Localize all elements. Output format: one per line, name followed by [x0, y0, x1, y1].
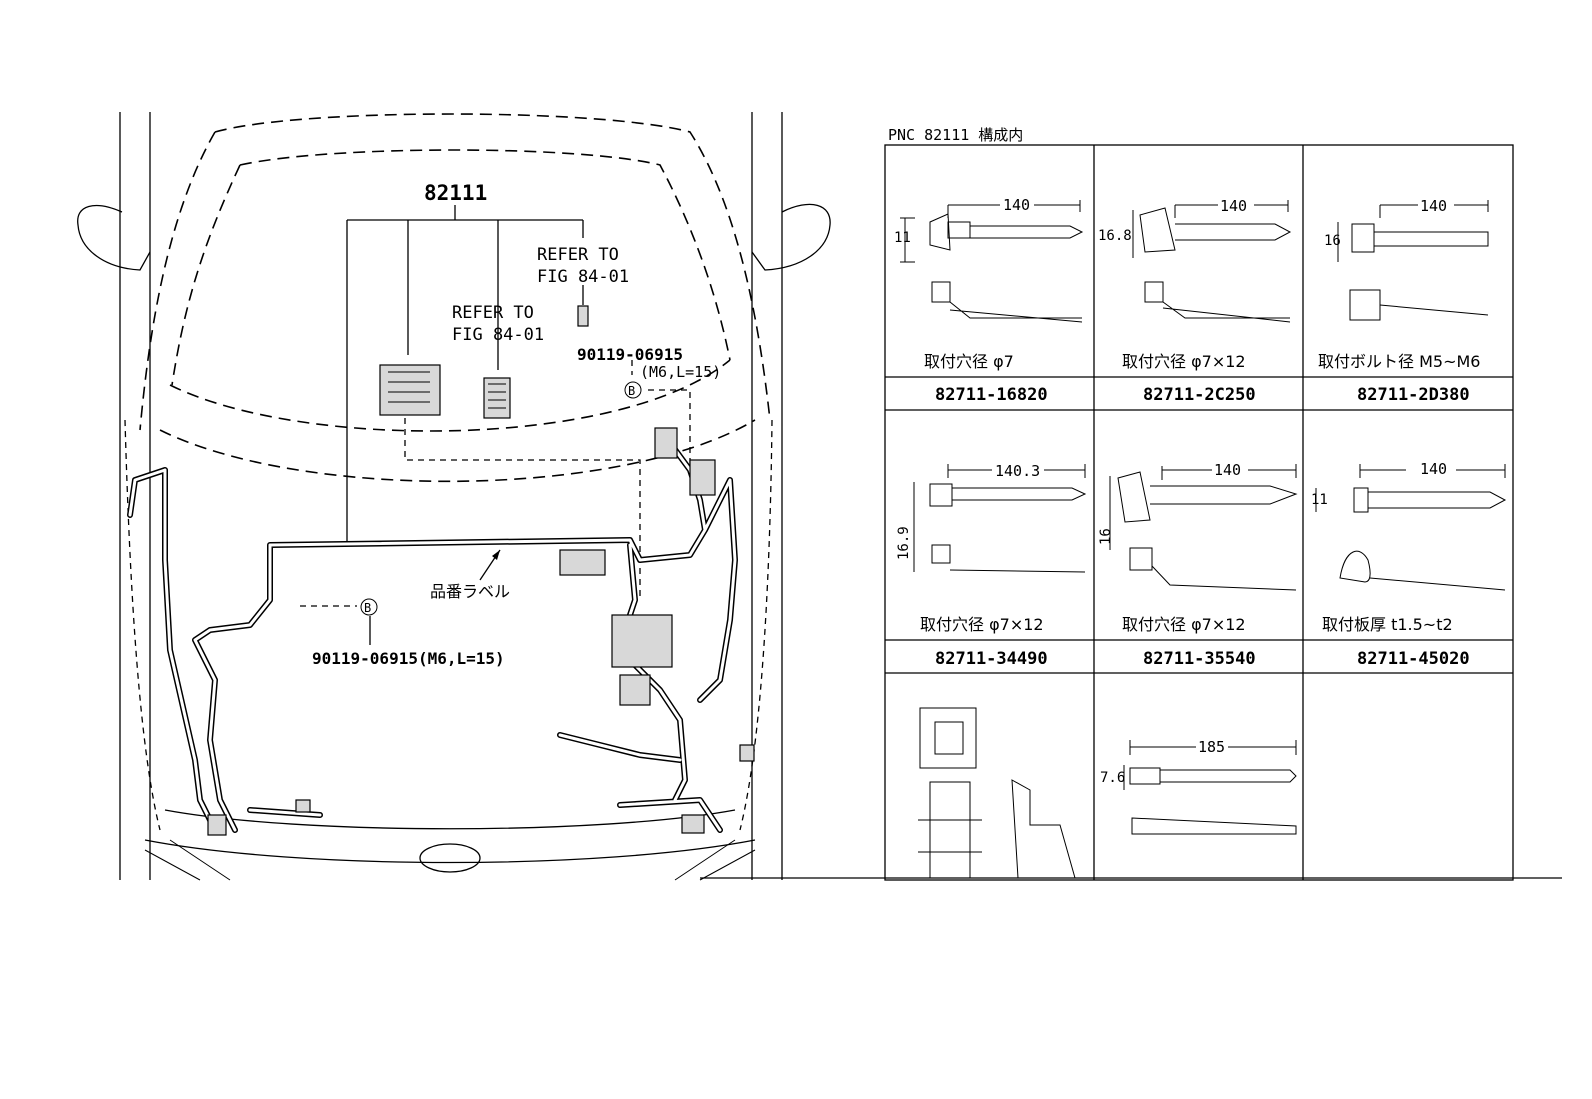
cell-4-dim: 140.3: [995, 462, 1040, 480]
bolt-number-top: 90119-06915: [577, 345, 683, 364]
marker-b-left-label: B: [364, 601, 371, 615]
cell-3-part: 82711-2D380: [1357, 385, 1470, 405]
parts-table-grid: [700, 144, 1562, 881]
refer-fig-1: FIG 84-01: [537, 267, 629, 287]
label-jp: 品番ラベル: [430, 582, 510, 601]
refer-fig-2: FIG 84-01: [452, 325, 544, 345]
cell-1-caption: 取付穴径 φ7: [924, 352, 1014, 371]
cell-2-dim: 140: [1220, 197, 1247, 215]
cell-2-part: 82711-2C250: [1143, 385, 1256, 405]
marker-b-top: [624, 381, 642, 399]
clip-drawing-1: [900, 200, 1084, 323]
cell-6-dim: 140: [1420, 460, 1447, 478]
refer-text-2: REFER TO: [452, 303, 534, 323]
clip-drawing-6: [1315, 464, 1507, 591]
label-arrow-head: [492, 550, 500, 560]
cell-2-caption: 取付穴径 φ7×12: [1122, 352, 1246, 371]
clip-drawing-5: [1109, 464, 1298, 591]
bolt-number-left: 90119-06915(M6,L=15): [312, 649, 505, 668]
cell-6-height: 11: [1311, 492, 1328, 508]
clip-drawing-7: [918, 707, 1076, 879]
clip-drawing-4: [913, 464, 1087, 573]
cell-6-caption: 取付板厚 t1.5~t2: [1322, 615, 1453, 634]
cell-3-height: 16: [1324, 233, 1341, 249]
clip-drawing-8: [1123, 740, 1297, 835]
cell-4-part: 82711-34490: [935, 649, 1048, 669]
marker-b-top-label: B: [628, 384, 635, 398]
cell-4-caption: 取付穴径 φ7×12: [920, 615, 1044, 634]
fuse-part: [577, 305, 589, 327]
clip-drawing-2: [1132, 200, 1292, 323]
cell-2-height: 16.8: [1098, 228, 1132, 244]
part-number: 82111: [424, 181, 487, 205]
cell-5-dim: 140: [1214, 461, 1241, 479]
marker-b-left: [360, 598, 378, 616]
cell-5-part: 82711-35540: [1143, 649, 1256, 669]
cell-1-dim: 140: [1003, 196, 1030, 214]
cell-8-height: 7.6: [1100, 770, 1125, 786]
cell-4-height: 16.9: [896, 526, 912, 560]
bolt-spec-top: (M6,L=15): [640, 363, 721, 381]
junction-block: [379, 364, 441, 416]
cell-5-caption: 取付穴径 φ7×12: [1122, 615, 1246, 634]
cell-3-dim: 140: [1420, 197, 1447, 215]
car-outline: [77, 112, 831, 881]
cell-3-caption: 取付ボルト径 M5~M6: [1318, 352, 1480, 371]
cell-1-height: 11: [894, 230, 911, 246]
clip-drawing-3: [1337, 200, 1489, 321]
callout-lines: [300, 205, 691, 645]
refer-text-1: REFER TO: [537, 245, 619, 265]
table-title: PNC 82111 構成内: [888, 126, 1023, 144]
relay-block: [483, 377, 511, 419]
cell-6-part: 82711-45020: [1357, 649, 1470, 669]
wire-harness: [127, 427, 755, 836]
cell-5-height: 16: [1098, 528, 1114, 545]
cell-1-part: 82711-16820: [935, 385, 1048, 405]
cell-8-dim: 185: [1198, 738, 1225, 756]
